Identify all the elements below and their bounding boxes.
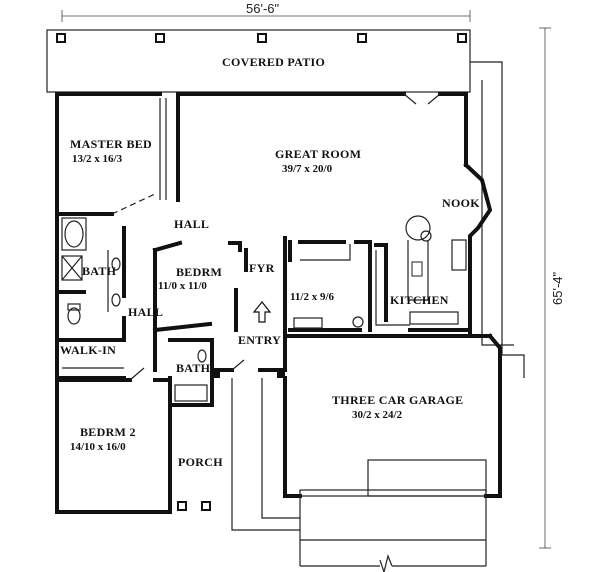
garage <box>283 333 502 541</box>
side-walkway <box>470 61 525 378</box>
great-room-size: 39/7 x 20/0 <box>282 163 333 175</box>
walk-in-label: WALK-IN <box>60 343 116 357</box>
master-bed-label: MASTER BED <box>70 137 152 151</box>
entry-post-left <box>212 368 220 378</box>
toilet-icon <box>67 303 81 325</box>
bath-master-label: BATH <box>82 264 117 278</box>
tub-icon <box>61 217 87 251</box>
porch-post-right <box>201 501 211 511</box>
utility-size: 11/2 x 9/6 <box>290 291 335 303</box>
shower-icon <box>61 255 83 281</box>
covered-patio-label: COVERED PATIO <box>222 55 325 69</box>
bath2-label: BATH <box>176 361 211 375</box>
depth-label: 65'-4" <box>550 271 565 305</box>
depth-dimension: 65'-4" <box>539 27 565 549</box>
bedrm2-label: BEDRM 2 <box>80 425 136 439</box>
bedrm-label: BEDRM <box>176 265 222 279</box>
sink-icon <box>107 250 121 312</box>
garage-size: 30/2 x 24/2 <box>352 409 403 421</box>
entry-post-right <box>277 368 285 378</box>
bedrm2-size: 14/10 x 16/0 <box>70 441 126 453</box>
interior-walls <box>55 92 492 407</box>
bath2-sink-icon <box>197 349 207 363</box>
entry-label: ENTRY <box>238 333 281 347</box>
width-label: 56'-6" <box>246 1 280 16</box>
porch-label: PORCH <box>178 455 223 469</box>
porch-post-left <box>177 501 187 511</box>
hall-upper-label: HALL <box>174 217 209 231</box>
kitchen-island <box>405 215 432 301</box>
hall-lower-label: HALL <box>128 305 163 319</box>
width-dimension: 56'-6" <box>61 1 471 22</box>
master-bed-size: 13/2 x 16/3 <box>72 153 123 165</box>
entry-arrow-icon <box>252 301 272 323</box>
side-walkway-inner <box>481 80 514 346</box>
kitchen-label: KITCHEN <box>390 293 449 307</box>
great-room-label: GREAT ROOM <box>275 147 361 161</box>
nook-label: NOOK <box>442 196 480 210</box>
bedrm-size: 11/0 x 11/0 <box>158 280 207 292</box>
garage-label: THREE CAR GARAGE <box>332 393 463 407</box>
driveway <box>231 378 487 572</box>
fyr-label: FYR <box>249 261 275 275</box>
covered-patio <box>46 29 471 93</box>
